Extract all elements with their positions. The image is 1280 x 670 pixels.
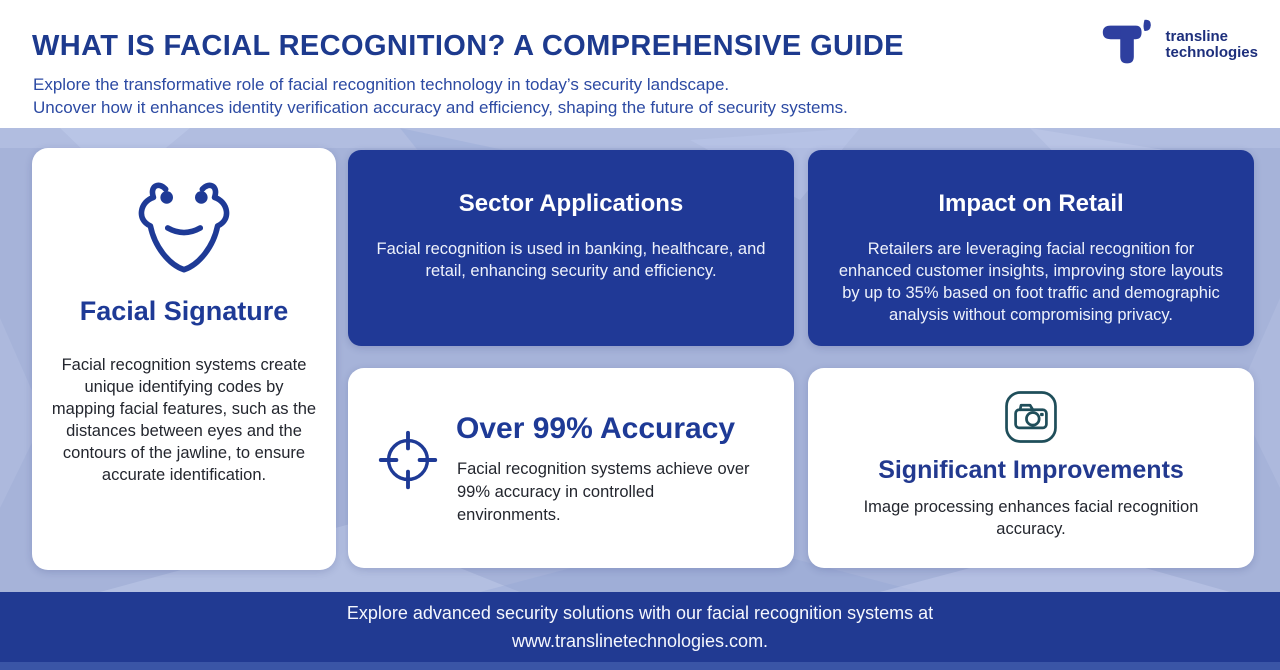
page-title: WHAT IS FACIAL RECOGNITION? A COMPREHENS… [32, 30, 904, 62]
sector-applications-body: Facial recognition is used in banking, h… [376, 240, 766, 280]
camera-icon [1002, 388, 1060, 446]
subtitle-line-2: Uncover how it enhances identity verific… [33, 98, 848, 117]
card-sector-applications: Sector Applications Facial recognition i… [348, 150, 794, 346]
transline-t-mark-icon [1097, 14, 1159, 76]
significant-improvements-title: Significant Improvements [878, 456, 1184, 484]
card-accuracy: Over 99% Accuracy Facial recognition sys… [348, 368, 794, 568]
accuracy-body: Facial recognition systems achieve over … [457, 460, 750, 524]
logo-text: transline technologies [1165, 29, 1258, 61]
significant-improvements-body: Image processing enhances facial recogni… [863, 498, 1199, 538]
card-facial-signature: Facial Signature Facial recognition syst… [32, 148, 336, 570]
company-logo: transline technologies [1097, 14, 1258, 76]
impact-on-retail-body: Retailers are leveraging facial recognit… [838, 240, 1224, 324]
face-outline-icon [128, 174, 240, 286]
facial-signature-body: Facial recognition systems create unique… [51, 356, 317, 484]
footer-website-url: www.translinetechnologies.com. [511, 631, 769, 651]
subtitle: Explore the transformative role of facia… [33, 73, 848, 119]
footer-banner: Explore advanced security solutions with… [0, 592, 1280, 662]
logo-text-line2: technologies [1165, 44, 1258, 61]
card-impact-on-retail: Impact on Retail Retailers are leveragin… [808, 150, 1254, 346]
content-area: Facial Signature Facial recognition syst… [0, 128, 1280, 592]
card-significant-improvements: Significant Improvements Image processin… [808, 368, 1254, 568]
subtitle-line-1: Explore the transformative role of facia… [33, 75, 730, 94]
crosshair-target-icon [374, 426, 442, 494]
sector-applications-title: Sector Applications [458, 190, 684, 217]
logo-text-line1: transline [1165, 28, 1229, 45]
impact-on-retail-title: Impact on Retail [938, 190, 1124, 217]
footer-line-1: Explore advanced security solutions with… [346, 603, 934, 623]
accuracy-title: Over 99% Accuracy [456, 412, 736, 445]
header: WHAT IS FACIAL RECOGNITION? A COMPREHENS… [0, 0, 1280, 128]
facial-signature-title: Facial Signature [79, 296, 289, 326]
footer-accent-strip [0, 662, 1280, 670]
